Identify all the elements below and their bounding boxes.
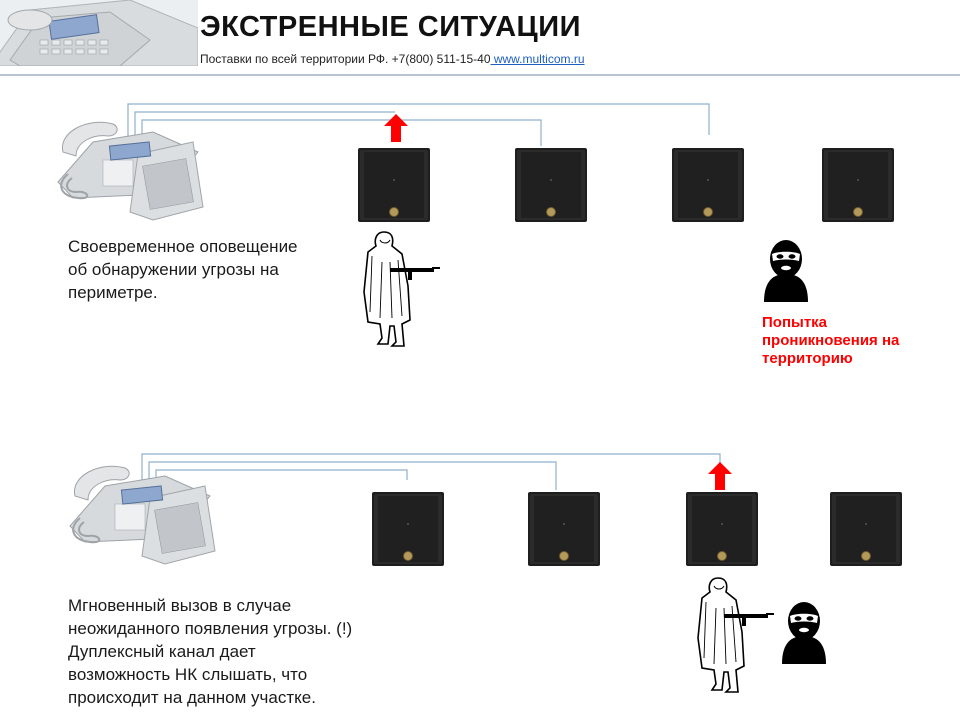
intercom-console-1 bbox=[57, 121, 204, 221]
intercom-console-2 bbox=[69, 465, 216, 565]
wires-scenario-2 bbox=[141, 453, 721, 490]
description-line: об обнаружении угрозы на bbox=[68, 260, 279, 279]
description-line: Своевременное оповещение bbox=[68, 237, 298, 256]
description-line: Мгновенный вызов в случае bbox=[68, 596, 292, 615]
alert-line: территорию bbox=[762, 350, 853, 367]
scenario-2-description: Мгновенный вызов в случае неожиданного п… bbox=[68, 594, 352, 709]
scenario-1-description: Своевременное оповещение об обнаружении … bbox=[68, 235, 298, 304]
callbox-1-2 bbox=[514, 147, 588, 223]
description-line: неожиданного появления угрозы. (!) bbox=[68, 619, 353, 638]
description-line: возможность НК слышать, что bbox=[68, 665, 308, 684]
callbox-1-3 bbox=[671, 147, 745, 223]
callbox-1-1 bbox=[357, 147, 431, 223]
website-link[interactable]: www.multicom.ru bbox=[490, 52, 585, 66]
intruder-icon-2 bbox=[782, 602, 826, 664]
callbox-1-4 bbox=[821, 147, 895, 223]
alert-line: проникновения на bbox=[762, 332, 900, 349]
header-phone-image bbox=[0, 0, 198, 66]
wires-scenario-1 bbox=[127, 103, 710, 148]
callbox-2-2 bbox=[527, 491, 601, 567]
page-title: ЭКСТРЕННЫЕ СИТУАЦИИ bbox=[200, 11, 581, 43]
intruder-icon-1 bbox=[764, 240, 808, 302]
guard-figure-1 bbox=[363, 231, 441, 347]
alert-line: Попытка bbox=[762, 314, 828, 331]
alert-arrow-1 bbox=[384, 114, 408, 142]
description-line: происходит на данном участке. bbox=[68, 688, 316, 707]
alert-arrow-2 bbox=[708, 462, 732, 490]
callbox-2-4 bbox=[829, 491, 903, 567]
subtitle-text: Поставки по всей территории РФ. +7(800) … bbox=[200, 52, 491, 66]
description-line: Дуплексный канал дает bbox=[68, 642, 256, 661]
page-subtitle: Поставки по всей территории РФ. +7(800) … bbox=[200, 52, 585, 66]
guard-figure-2 bbox=[697, 577, 775, 693]
description-line: периметре. bbox=[68, 283, 158, 302]
intrusion-alert-label: Попытка проникновения на территорию bbox=[762, 314, 899, 368]
callbox-2-3 bbox=[685, 491, 759, 567]
callbox-2-1 bbox=[371, 491, 445, 567]
header-divider bbox=[0, 74, 960, 76]
